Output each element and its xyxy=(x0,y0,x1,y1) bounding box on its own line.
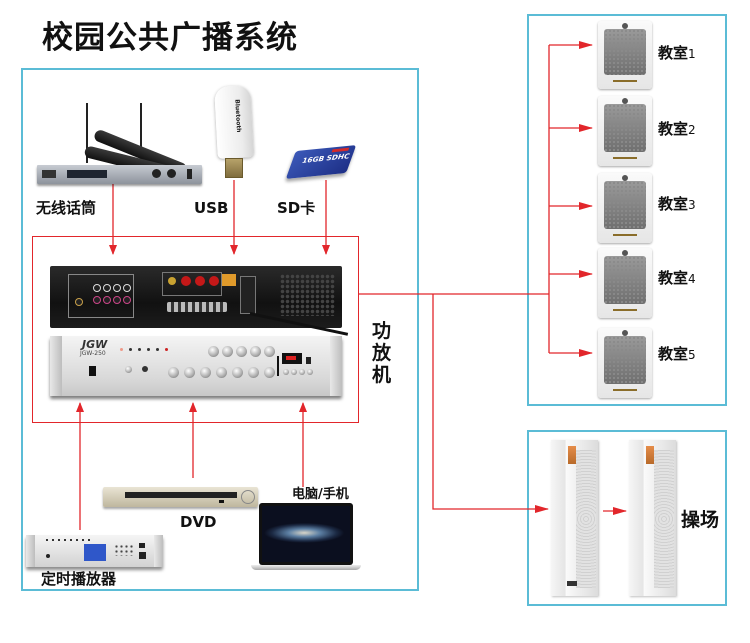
power-switch xyxy=(89,366,96,376)
amplifier-display xyxy=(282,353,302,364)
antenna-icon xyxy=(86,103,88,163)
timer-player-device xyxy=(26,535,163,567)
label-usb: USB xyxy=(194,199,229,217)
playground-speaker-2 xyxy=(629,440,676,596)
label-wireless-mic: 无线话筒 xyxy=(36,199,97,217)
label-classroom-5: 教室5 xyxy=(658,345,696,363)
usb-plug-icon xyxy=(225,158,243,178)
amplifier-brand: JGW xyxy=(82,338,108,351)
laptop-screen xyxy=(262,506,350,562)
classroom-speaker-4 xyxy=(598,248,652,318)
label-classroom-3: 教室3 xyxy=(658,195,696,213)
timer-display xyxy=(84,544,106,561)
receiver-body xyxy=(37,165,202,184)
label-dvd: DVD xyxy=(180,513,217,531)
amplifier-frame xyxy=(32,236,359,423)
label-playground: 操场 xyxy=(681,509,720,531)
wireless-mic-device xyxy=(37,100,202,186)
classroom-speaker-2 xyxy=(598,96,652,166)
amplifier-rear-panel xyxy=(50,266,349,336)
playground-frame xyxy=(527,430,727,606)
dvd-player-device xyxy=(103,487,258,507)
classroom-speaker-1 xyxy=(598,21,652,89)
amplifier-model: JGW-250 xyxy=(80,350,106,357)
sd-card-text: 16GB SDHC xyxy=(300,152,351,165)
usb-bluetooth-device: Bluetooth xyxy=(214,85,254,182)
laptop-device xyxy=(251,503,361,573)
antenna-icon xyxy=(140,103,142,163)
label-classroom-4: 教室4 xyxy=(658,269,696,287)
classroom-speaker-5 xyxy=(598,328,652,398)
amplifier-front-panel: JGW JGW-250 xyxy=(50,336,342,396)
classroom-speaker-3 xyxy=(598,173,652,243)
label-amplifier: 功放机 xyxy=(372,320,392,386)
label-classroom-2: 教室2 xyxy=(658,120,696,138)
diagram-title: 校园公共广播系统 xyxy=(42,20,298,56)
sd-card-device: 16GB SDHC xyxy=(284,145,358,180)
label-sd-card: SD卡 xyxy=(277,199,316,217)
playground-speaker-1 xyxy=(551,440,598,596)
wire-to-playground xyxy=(432,294,549,513)
classroom-frame xyxy=(527,14,727,406)
source-frame xyxy=(21,68,419,591)
bluetooth-text: Bluetooth xyxy=(233,99,243,133)
label-pc-phone: 电脑/手机 xyxy=(292,487,349,502)
label-classroom-1: 教室1 xyxy=(658,44,696,62)
label-timer-player: 定时播放器 xyxy=(41,570,117,588)
